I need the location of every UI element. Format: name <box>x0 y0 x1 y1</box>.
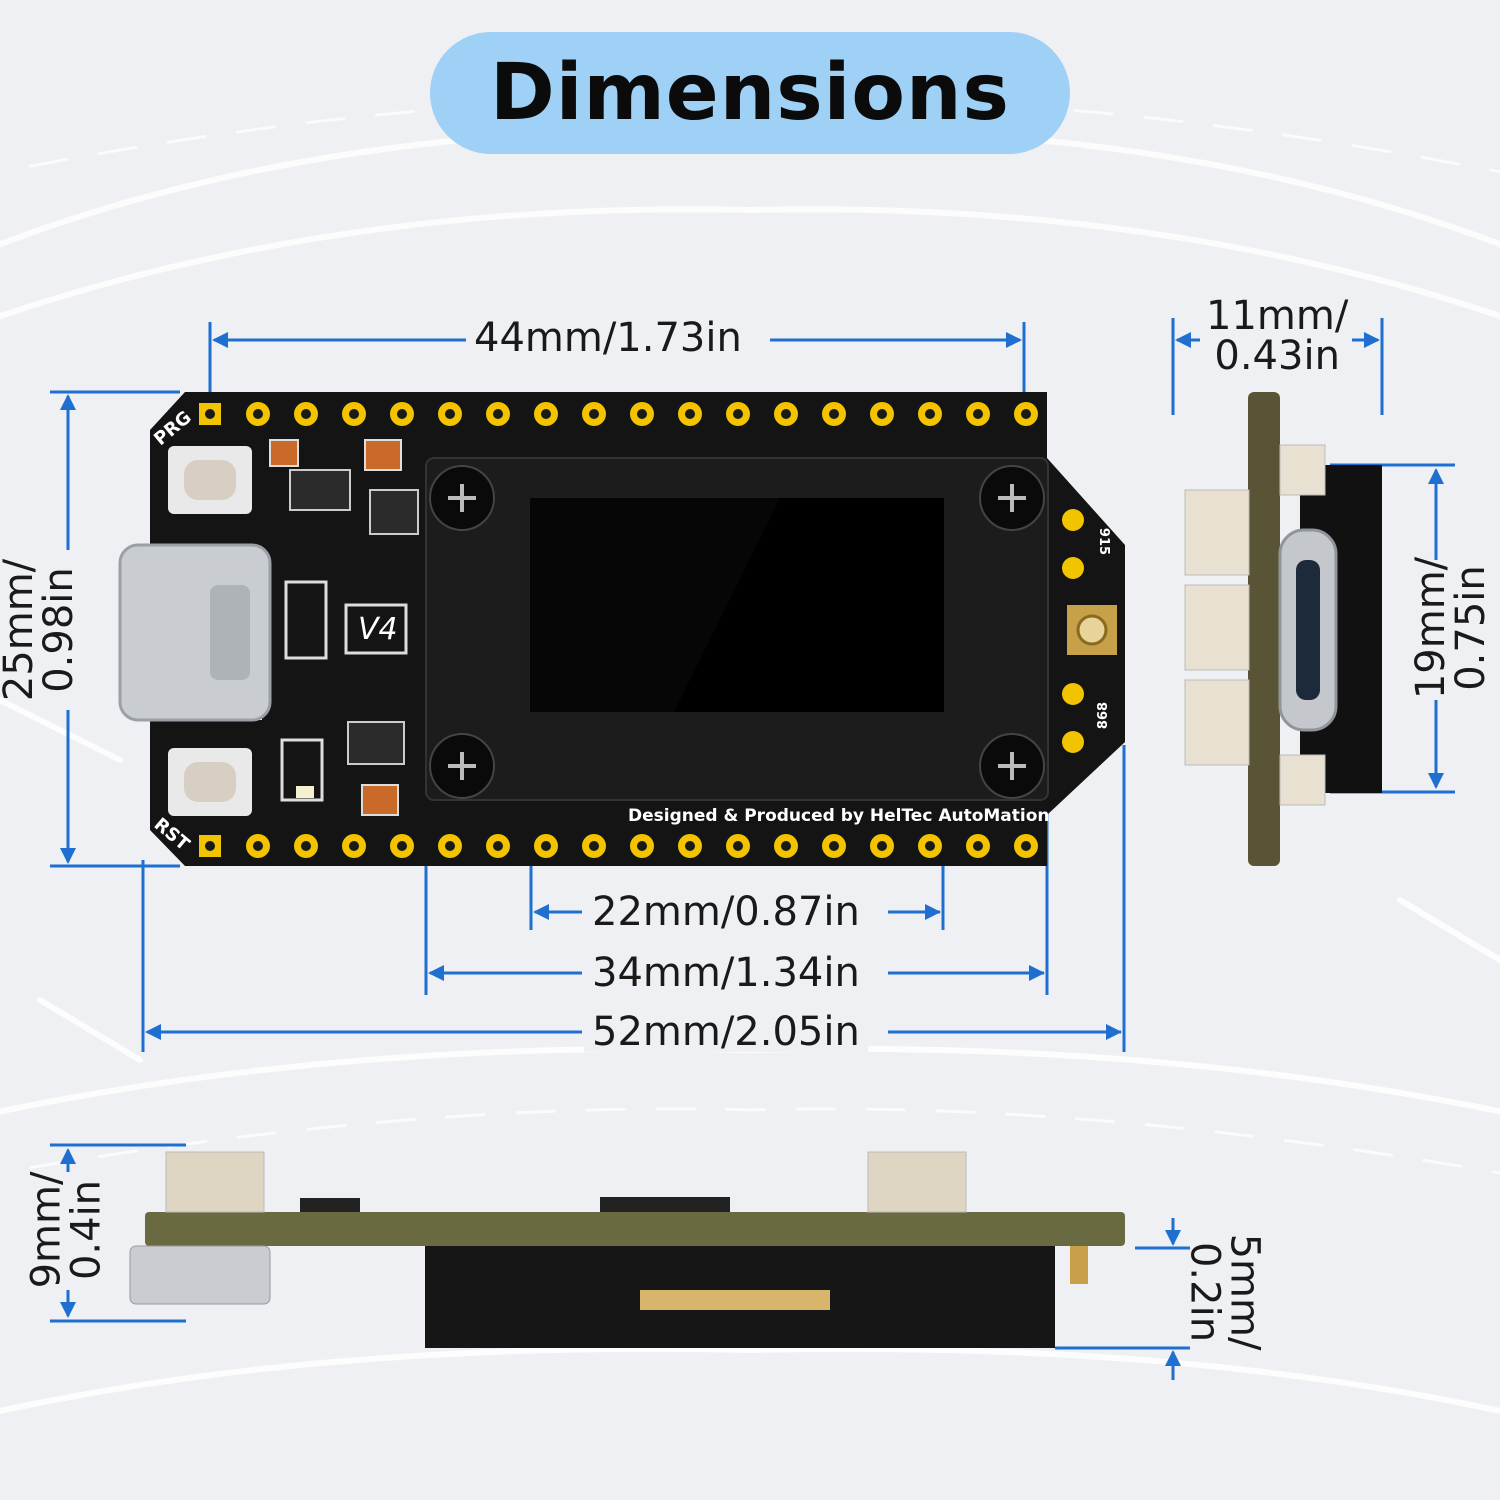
pin-hole <box>445 409 455 419</box>
pin-hole <box>925 409 935 419</box>
dim-side-height-mm: 19mm/ <box>1408 556 1455 700</box>
dim-height-mm: 25mm/ <box>0 558 43 702</box>
pin-hole <box>829 409 839 419</box>
pin-hole <box>253 409 263 419</box>
dim-display-thickness: 5mm/ 0.2in <box>1181 1233 1268 1351</box>
pin-hole <box>733 841 743 851</box>
pin-hole <box>973 841 983 851</box>
side-pad <box>1062 731 1084 753</box>
pin-hole <box>1021 841 1031 851</box>
pin-hole <box>205 841 215 851</box>
side-pad <box>1062 509 1084 531</box>
pin-hole <box>877 409 887 419</box>
dim-thickness-mm: 9mm/ <box>23 1171 70 1289</box>
dim-total-width: 52mm/2.05in <box>584 1012 868 1052</box>
pin-hole <box>1021 409 1031 419</box>
page-title: Dimensions <box>490 48 1010 138</box>
side-pad <box>1062 557 1084 579</box>
dim-height: 25mm/ 0.98in <box>0 558 83 702</box>
band-label-915: 915 <box>1096 527 1112 556</box>
pin-hole <box>973 409 983 419</box>
pin-hole <box>397 841 407 851</box>
dim-height-in: 0.98in <box>36 567 83 693</box>
dim-side-height: 19mm/ 0.75in <box>1408 556 1495 700</box>
version-box <box>344 603 408 655</box>
pin-hole <box>349 841 359 851</box>
pin-hole <box>493 841 503 851</box>
dim-side-width-mm: 11mm/ <box>1206 293 1349 339</box>
dim-display-thickness-in: 0.2in <box>1181 1241 1228 1343</box>
pin-hole <box>829 841 839 851</box>
pin-hole <box>685 841 695 851</box>
pin-hole <box>541 841 551 851</box>
pin-hole <box>445 841 455 851</box>
pin-hole <box>637 409 647 419</box>
prg-button-cap <box>184 460 236 500</box>
pin-hole <box>637 841 647 851</box>
pin-hole <box>397 409 407 419</box>
pin-hole <box>301 841 311 851</box>
usb-c-opening <box>210 585 250 680</box>
dim-side-height-in: 0.75in <box>1448 565 1495 691</box>
dim-side-width: 11mm/ 0.43in <box>1206 296 1348 376</box>
board-top-view <box>118 392 1125 866</box>
maker-text: Designed & Produced by HelTec AutoMation <box>628 806 1050 826</box>
pin-hole <box>493 409 503 419</box>
pin-hole <box>205 409 215 419</box>
title-pill: Dimensions <box>430 32 1070 154</box>
board-bottom-view <box>129 1151 1125 1348</box>
dim-display-thickness-mm: 5mm/ <box>1221 1233 1268 1351</box>
dim-thickness-in: 0.4in <box>63 1179 110 1281</box>
pin-hole <box>685 409 695 419</box>
pin-hole <box>253 841 263 851</box>
dim-screen-width: 22mm/0.87in <box>584 892 868 932</box>
rst-button-cap <box>184 762 236 802</box>
pin-hole <box>733 409 743 419</box>
band-label-868: 868 <box>1096 701 1112 730</box>
dim-display-width: 34mm/1.34in <box>584 953 868 993</box>
pin-hole <box>589 409 599 419</box>
version-label: V4 <box>358 612 398 647</box>
pin-hole <box>781 841 791 851</box>
pin-hole <box>781 409 791 419</box>
pin-hole <box>541 409 551 419</box>
pin-hole <box>877 841 887 851</box>
side-pad <box>1062 683 1084 705</box>
pcb-side-edge <box>1248 392 1280 866</box>
pcb-bottom-edge <box>145 1212 1125 1246</box>
pin-hole <box>301 409 311 419</box>
pin-hole <box>349 409 359 419</box>
dim-top-width: 44mm/1.73in <box>466 318 750 358</box>
pin-hole <box>589 841 599 851</box>
pin-header-pads <box>199 402 1084 858</box>
board-side-view <box>1184 392 1382 866</box>
dim-side-width-in: 0.43in <box>1214 333 1340 379</box>
pin-hole <box>925 841 935 851</box>
dim-thickness: 9mm/ 0.4in <box>23 1171 110 1289</box>
